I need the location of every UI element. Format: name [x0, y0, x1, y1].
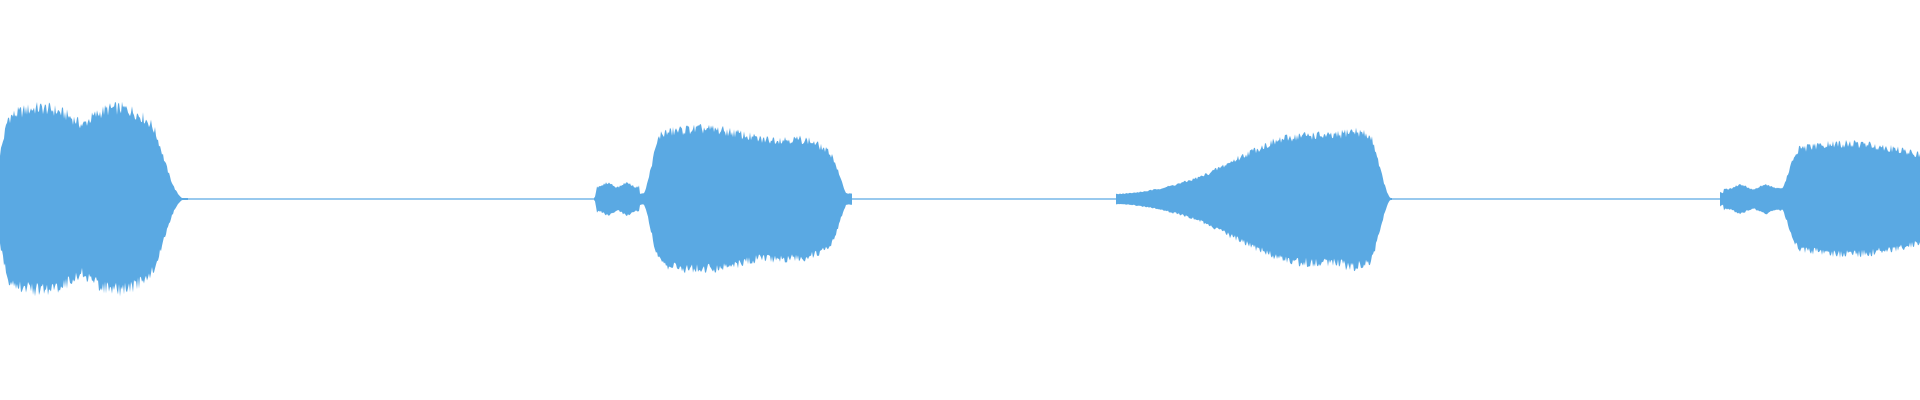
segment-2 [594, 124, 852, 274]
segment-1 [0, 101, 188, 297]
waveform-segments [0, 101, 1920, 297]
segment-3 [1116, 127, 1392, 272]
segment-4 [1720, 140, 1920, 258]
